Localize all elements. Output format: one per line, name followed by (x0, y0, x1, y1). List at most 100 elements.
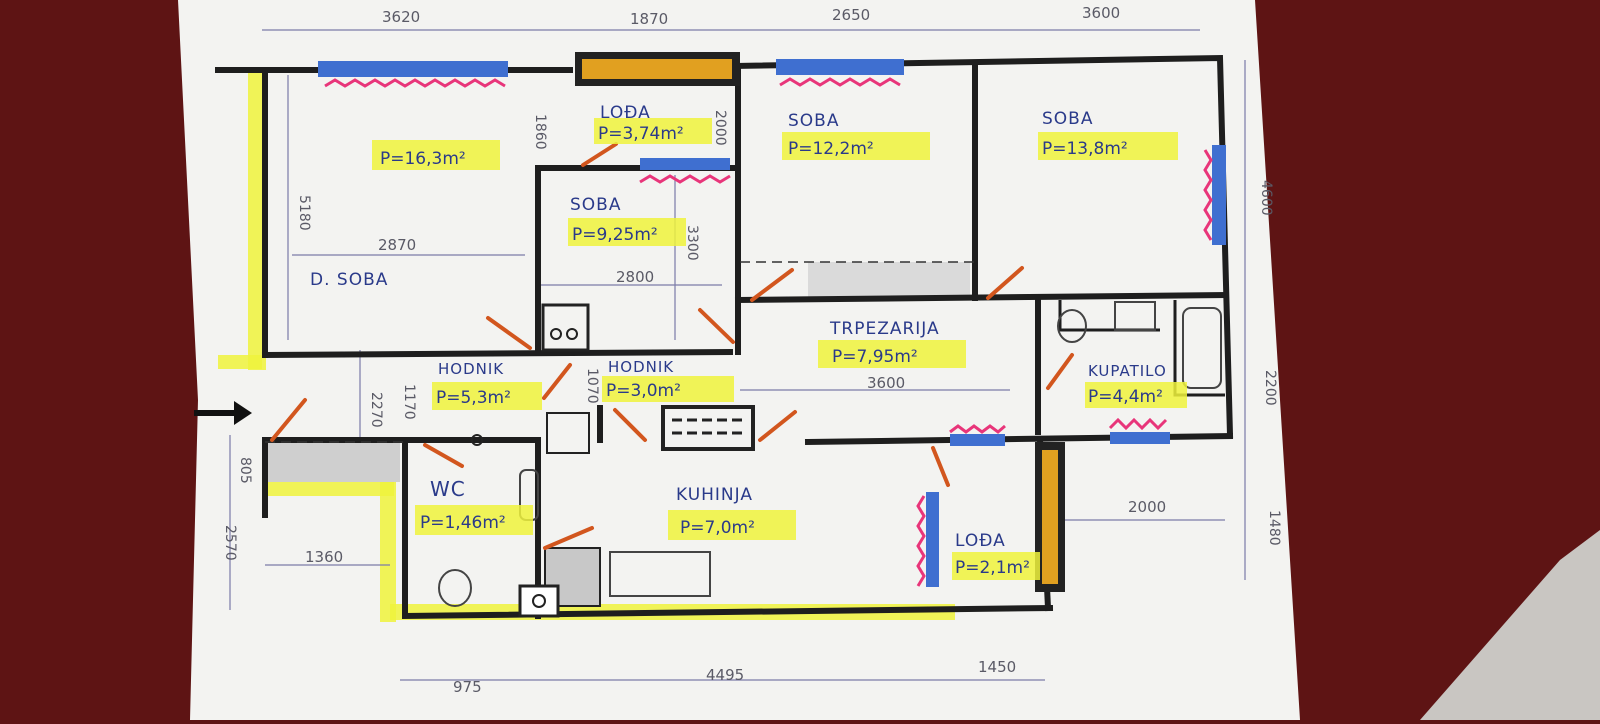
loda-bottom-area: P=2,1m² (955, 558, 1030, 578)
dim-right-2: 2200 (1262, 370, 1278, 406)
dsoba-area: P=16,3m² (380, 149, 466, 169)
burner-icon (566, 328, 578, 340)
bathtub-inner (1182, 307, 1222, 389)
radiator-kitchen-top (949, 424, 1006, 434)
highlight-loda-top (594, 118, 712, 144)
door-kitchen (613, 408, 647, 442)
dim-1170: 1170 (401, 384, 417, 420)
highlight-wc (415, 505, 533, 535)
dim-top-1: 3620 (382, 8, 420, 26)
highlight-loda-bottom (952, 552, 1040, 580)
highlight-hodnik2 (602, 376, 734, 402)
dim-left-3: 805 (237, 457, 253, 484)
window-dsoba (318, 61, 508, 77)
entrance-arrow-icon (194, 401, 252, 425)
dim-2800: 2800 (616, 268, 654, 286)
window-soba-mid (776, 59, 904, 75)
dim-2870: 2870 (378, 236, 416, 254)
door-pantry (543, 526, 594, 550)
fridge-fixture (546, 412, 590, 454)
vent-icon (532, 594, 546, 608)
dim-1070: 1070 (584, 368, 600, 404)
radiator-soba-right (1203, 149, 1213, 241)
floor-background (1420, 530, 1600, 720)
wall-dsoba-bottom (261, 348, 734, 359)
dim-right-3: 1480 (1266, 510, 1282, 546)
vent-fixture (518, 584, 560, 618)
kuhinja-name: KUHINJA (676, 485, 753, 505)
dim-bottom-3: 1450 (978, 658, 1016, 676)
wall-highlight-wc-top (262, 482, 394, 496)
window-soba-small (640, 158, 730, 170)
window-kitchen-side (926, 492, 939, 587)
door-hall (542, 363, 572, 400)
door-dsoba (486, 316, 532, 350)
wall-bottom (402, 437, 1054, 620)
window-bathroom (1110, 432, 1170, 444)
highlight-soba-right (1038, 132, 1178, 160)
loggia-window-bottom (1042, 450, 1058, 584)
dim-left-2: 2570 (222, 525, 238, 561)
radiator-soba-small (639, 174, 731, 184)
highlight-soba-small (568, 218, 686, 246)
dim-1860: 1860 (532, 114, 548, 150)
soba-right-area: P=13,8m² (1042, 139, 1128, 159)
highlight-dsoba (372, 140, 500, 170)
dim-2000: 2000 (712, 110, 728, 146)
kupatilo-area: P=4,4m² (1088, 387, 1163, 407)
wall-bedrooms-bottom (734, 291, 1229, 304)
dsoba-name: D. SOBA (310, 270, 388, 290)
shaded-wardrobe (808, 262, 970, 300)
wall-highlight-wc-side (380, 482, 396, 622)
burner-icon (550, 328, 562, 340)
door-loda-bottom (931, 446, 950, 487)
highlight-kupatilo (1085, 382, 1187, 408)
soba-small-area: P=9,25m² (572, 225, 658, 245)
dim-bottom-2: 4495 (706, 666, 744, 684)
radiator-dsoba (324, 78, 506, 88)
trpezarija-name: TRPEZARIJA (829, 319, 940, 339)
door-soba-right (986, 266, 1024, 300)
dim-1360: 1360 (305, 548, 343, 566)
entrance-door (270, 398, 307, 442)
door-wc (423, 443, 464, 468)
pipe-icon (471, 434, 483, 446)
shaded-closet (266, 440, 400, 482)
highlight-kuhinja (668, 510, 796, 540)
dim-right-1: 4600 (1258, 180, 1274, 216)
kupatilo-name: KUPATILO (1088, 362, 1167, 380)
dim-top-4: 3600 (1082, 4, 1120, 22)
wall-highlight-left-corner (218, 355, 262, 369)
dim-bottom-1: 975 (453, 678, 482, 696)
door-trpezarija (758, 410, 797, 442)
dim-2270: 2270 (368, 392, 384, 428)
window-kitchen-top (950, 434, 1005, 446)
door-soba-mid (750, 268, 794, 302)
door-loda-top (581, 142, 618, 167)
bathroom-sink (1114, 301, 1156, 331)
trpezarija-area: P=7,95m² (832, 347, 918, 367)
highlight-hodnik1 (432, 382, 542, 410)
hodnik2-name: HODNIK (608, 358, 674, 376)
hodnik1-area: P=5,3m² (436, 388, 511, 408)
sink-fixture (609, 551, 711, 597)
hodnik2-area: P=3,0m² (606, 381, 681, 401)
toilet-fixture (438, 569, 472, 607)
radiator-kitchen-side (916, 495, 926, 587)
loda-top-area: P=3,74m² (598, 124, 684, 144)
soba-mid-area: P=12,2m² (788, 139, 874, 159)
dim-left-1: 5180 (296, 195, 312, 231)
radiator-soba-mid (779, 77, 901, 87)
highlight-trpezarija (818, 340, 966, 368)
soba-small-name: SOBA (570, 195, 621, 215)
kuhinja-area: P=7,0m² (680, 518, 755, 538)
loggia-window-top (582, 59, 732, 79)
dim-2000-bottom: 2000 (1128, 498, 1166, 516)
radiator-bathroom (1108, 417, 1168, 431)
door-bathroom (1046, 353, 1074, 390)
dim-top-2: 1870 (630, 10, 668, 28)
heater-fixture (661, 405, 755, 451)
wc-area: P=1,46m² (420, 513, 506, 533)
